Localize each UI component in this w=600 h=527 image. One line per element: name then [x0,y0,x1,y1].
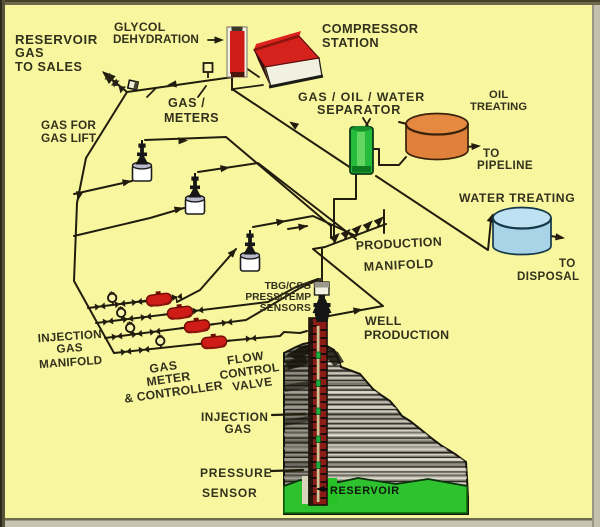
svg-text:RESERVOIR: RESERVOIR [330,485,400,497]
svg-text:METER: METER [146,369,192,389]
svg-text:PRODUCTION: PRODUCTION [355,234,442,252]
svg-text:GAS: GAS [56,341,83,356]
svg-text:GAS: GAS [15,46,44,60]
svg-text:MANIFOLD: MANIFOLD [39,354,103,371]
svg-text:TO: TO [559,257,576,270]
svg-text:SENSOR: SENSOR [202,486,257,500]
svg-text:GAS FOR: GAS FOR [41,118,96,132]
svg-text:TO: TO [483,147,500,160]
svg-text:GLYCOL: GLYCOL [114,20,166,34]
svg-text:GAS LIFT: GAS LIFT [41,131,97,145]
svg-text:OIL: OIL [489,89,509,101]
svg-text:DEHYDRATION: DEHYDRATION [113,33,199,46]
svg-text:SENSORS: SENSORS [260,303,311,314]
svg-text:GAS / OIL / WATER: GAS / OIL / WATER [298,90,425,104]
svg-text:PIPELINE: PIPELINE [477,159,533,172]
svg-text:METERS: METERS [164,111,219,125]
svg-text:SEPARATOR: SEPARATOR [317,103,401,117]
svg-text:DISPOSAL: DISPOSAL [517,270,579,283]
svg-text:TREATING: TREATING [470,101,527,113]
svg-text:WATER TREATING: WATER TREATING [459,191,575,205]
svg-text:PRESS/TEMP: PRESS/TEMP [245,292,311,303]
svg-text:INJECTION: INJECTION [37,328,102,345]
svg-text:PRESSURE: PRESSURE [200,466,272,480]
svg-text:WELL: WELL [365,314,402,328]
svg-text:STATION: STATION [322,35,379,50]
svg-text:GAS: GAS [148,358,178,376]
svg-text:VALVE: VALVE [231,374,273,393]
svg-text:COMPRESSOR: COMPRESSOR [322,21,418,36]
svg-text:RESERVOIR: RESERVOIR [15,32,98,47]
svg-text:FLOW: FLOW [226,348,265,367]
svg-text:GAS: GAS [224,422,251,436]
svg-text:INJECTION: INJECTION [201,410,268,424]
svg-text:TO SALES: TO SALES [15,60,83,74]
svg-text:MANIFOLD: MANIFOLD [363,256,434,274]
svg-text:TBG/CSG: TBG/CSG [265,281,311,292]
svg-text:GAS /: GAS / [168,96,205,110]
svg-text:PRODUCTION: PRODUCTION [364,328,449,342]
